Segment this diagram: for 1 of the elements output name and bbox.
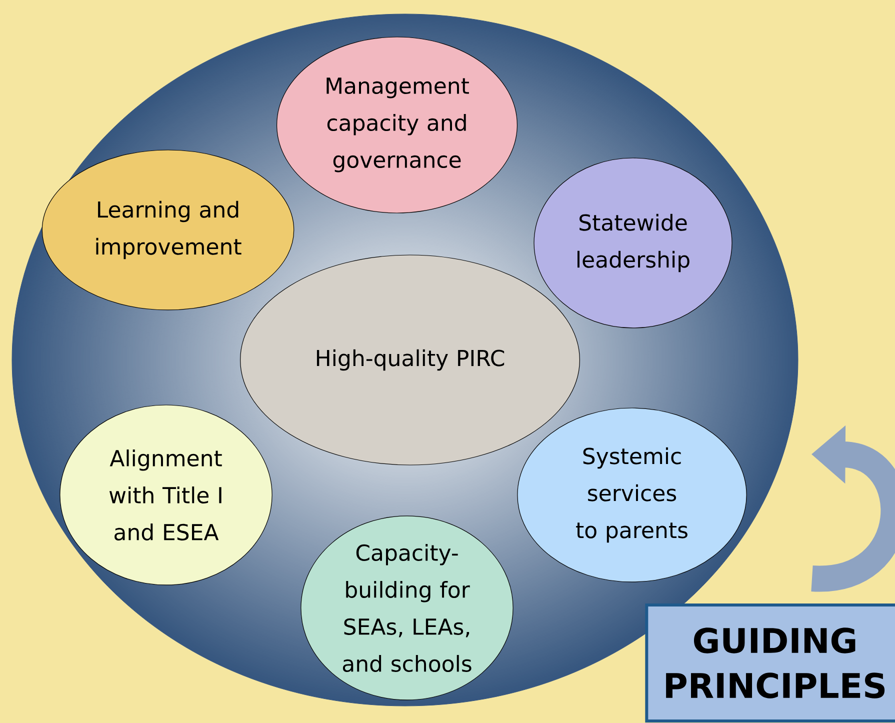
title-box: GUIDING PRINCIPLES <box>645 603 895 722</box>
